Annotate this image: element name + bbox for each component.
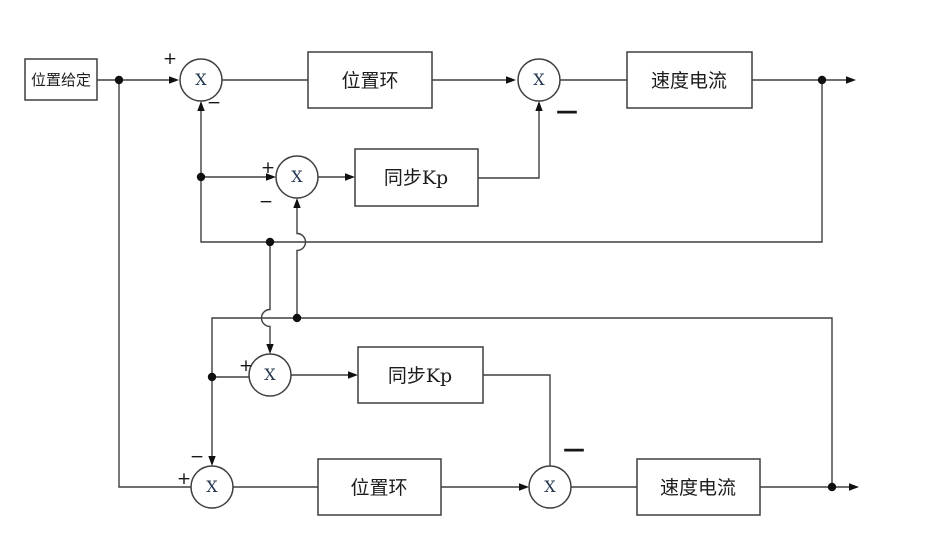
bottom-speed-current-box bbox=[636, 458, 761, 516]
arrowhead-bottom-output bbox=[849, 483, 859, 491]
top-position-loop-box bbox=[307, 51, 433, 109]
arrowhead-into-top-sum2-bottom bbox=[535, 101, 543, 111]
bottom-sum2-symbol: X bbox=[544, 477, 556, 496]
wire-bottom-sync-kp-to-bottom-sum2 bbox=[483, 374, 551, 466]
summing-junctions: X X X X X X bbox=[179, 58, 572, 509]
top-position-loop-label: 位置环 bbox=[341, 70, 398, 92]
junction-dot-top-feedback-branch bbox=[265, 237, 275, 247]
wire-top-sync-kp-to-top-sum2 bbox=[478, 106, 540, 179]
arrowhead-into-upper-sync-sum-bottom bbox=[293, 198, 301, 208]
top-sum2-symbol: X bbox=[533, 70, 545, 89]
wire-input-branch-to-bottom-sum1 bbox=[118, 80, 191, 488]
arrowhead-into-bottom-sync-kp bbox=[348, 371, 358, 379]
wire-bottom-output-to-upper-sync-sum-minus bbox=[296, 204, 307, 318]
top-speed-current-box bbox=[626, 51, 753, 109]
bottom-position-loop-box bbox=[317, 458, 442, 516]
top-sum2-minus-sign: — bbox=[556, 99, 578, 124]
blocks: 位置给定 位置环 同步Kp 速度电流 同步Kp 位置环 速度电流 bbox=[24, 51, 761, 516]
bottom-sum1-symbol: X bbox=[206, 477, 218, 496]
junction-dots bbox=[114, 75, 837, 492]
upper-sync-sum-plus-sign: + bbox=[261, 158, 275, 178]
arrowhead-into-top-sum1-left bbox=[169, 76, 179, 84]
top-sync-kp-label: 同步Kp bbox=[384, 167, 448, 189]
junction-dot-bottom-feedback-branch bbox=[292, 313, 302, 323]
arrowhead-into-top-sum1-bottom bbox=[197, 101, 205, 111]
bottom-position-loop-label: 位置环 bbox=[350, 477, 407, 499]
arrowhead-into-top-sum2-left bbox=[506, 76, 516, 84]
top-sync-kp-box bbox=[354, 148, 479, 207]
top-sum1-symbol: X bbox=[195, 70, 207, 89]
arrowhead-top-output bbox=[846, 76, 856, 84]
bottom-sum2-circle bbox=[528, 465, 572, 509]
arrowheads bbox=[169, 76, 859, 491]
input-block-label: 位置给定 bbox=[31, 71, 91, 89]
top-sum1-plus-sign: + bbox=[163, 49, 177, 69]
junction-dot-top-output bbox=[817, 75, 827, 85]
lower-sync-sum-symbol: X bbox=[264, 365, 276, 384]
top-sum1-circle bbox=[179, 58, 223, 102]
top-sum1-minus-sign: − bbox=[207, 93, 221, 113]
junction-dot-input-branch bbox=[114, 75, 124, 85]
top-speed-current-label: 速度电流 bbox=[651, 70, 727, 92]
junction-dot-top-feedback-tap bbox=[196, 172, 206, 182]
bottom-sum1-circle bbox=[190, 465, 234, 509]
input-block-box bbox=[24, 58, 98, 101]
lower-sync-sum-circle bbox=[248, 353, 292, 397]
upper-sync-sum-symbol: X bbox=[291, 167, 303, 186]
bottom-sync-kp-label: 同步Kp bbox=[388, 365, 452, 387]
arrowhead-into-top-sync-kp bbox=[345, 173, 355, 181]
arrowhead-into-upper-sync-sum-left bbox=[266, 173, 276, 181]
arrowhead-into-bottom-sum1-top bbox=[208, 456, 216, 466]
arrowhead-into-bottom-sum2-left bbox=[519, 483, 529, 491]
arrowhead-into-lower-sync-sum-top bbox=[266, 344, 274, 354]
upper-sync-sum-circle bbox=[275, 155, 319, 199]
upper-sync-sum-minus-sign: − bbox=[259, 192, 273, 212]
bottom-speed-current-label: 速度电流 bbox=[660, 477, 736, 499]
bottom-sync-kp-box bbox=[357, 346, 484, 404]
top-sum2-circle bbox=[517, 58, 561, 102]
sum-signs: + − + − — + − + — bbox=[163, 49, 585, 489]
junction-dot-bottom-feedback-tap bbox=[207, 372, 217, 382]
bottom-sum1-minus-sign: − bbox=[190, 447, 204, 467]
wire-bottom-feedback-loop bbox=[211, 317, 833, 487]
wire-top-output-to-lower-sync-sum bbox=[260, 242, 271, 346]
wires bbox=[97, 79, 855, 488]
lower-sync-sum-plus-sign: + bbox=[239, 356, 253, 376]
bottom-sum2-minus-sign: — bbox=[563, 437, 585, 462]
junction-dot-bottom-output bbox=[827, 482, 837, 492]
bottom-sum1-plus-sign: + bbox=[177, 469, 191, 489]
